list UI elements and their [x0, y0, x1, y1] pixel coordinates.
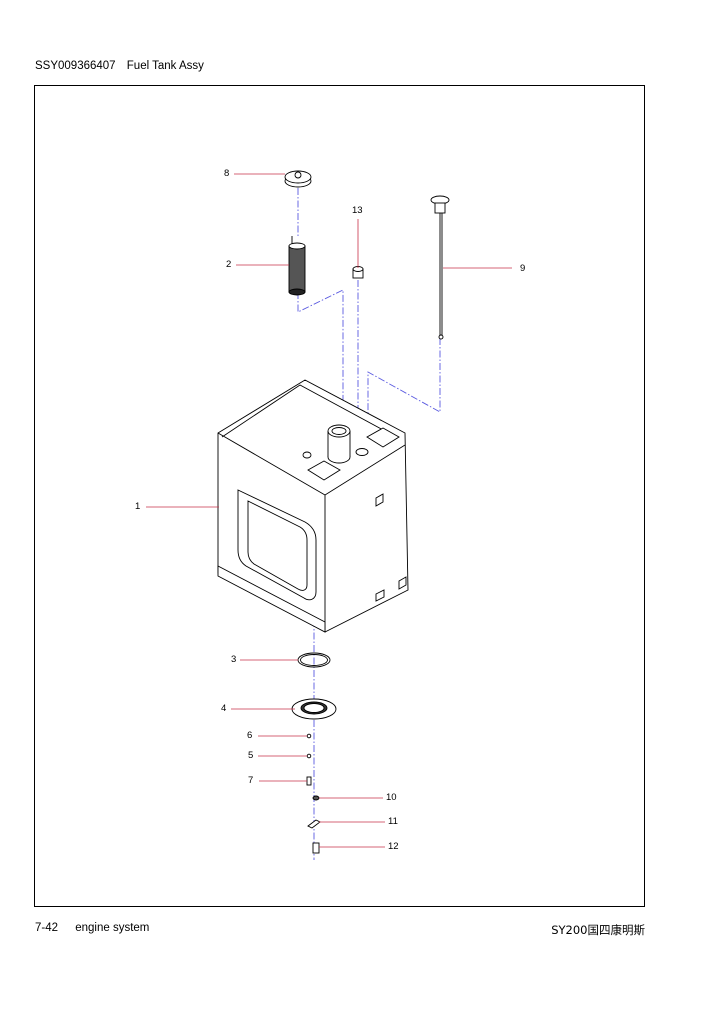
callout-11: 11: [388, 816, 398, 827]
drawing-frame: [34, 85, 645, 907]
callout-12: 12: [388, 841, 399, 852]
assembly-title: Fuel Tank Assy: [126, 60, 204, 72]
page-header: SSY009366407 Fuel Tank Assy: [35, 60, 204, 72]
callout-6: 6: [247, 730, 253, 741]
callout-9: 9: [520, 263, 526, 274]
page-footer: 7-42 engine system: [35, 922, 149, 934]
callout-4: 4: [221, 703, 227, 714]
callout-7: 7: [248, 775, 254, 786]
section-name: engine system: [75, 922, 150, 934]
callout-8: 8: [224, 168, 230, 179]
callout-2: 2: [226, 259, 232, 270]
callout-5: 5: [248, 750, 254, 761]
callout-10: 10: [386, 792, 397, 803]
callout-3: 3: [231, 654, 237, 665]
part-code: SSY009366407: [35, 60, 116, 72]
callout-1: 1: [135, 501, 141, 512]
model-name: SY200国四康明斯: [551, 923, 645, 937]
page-number: 7-42: [35, 922, 59, 934]
callout-13: 13: [352, 205, 363, 216]
